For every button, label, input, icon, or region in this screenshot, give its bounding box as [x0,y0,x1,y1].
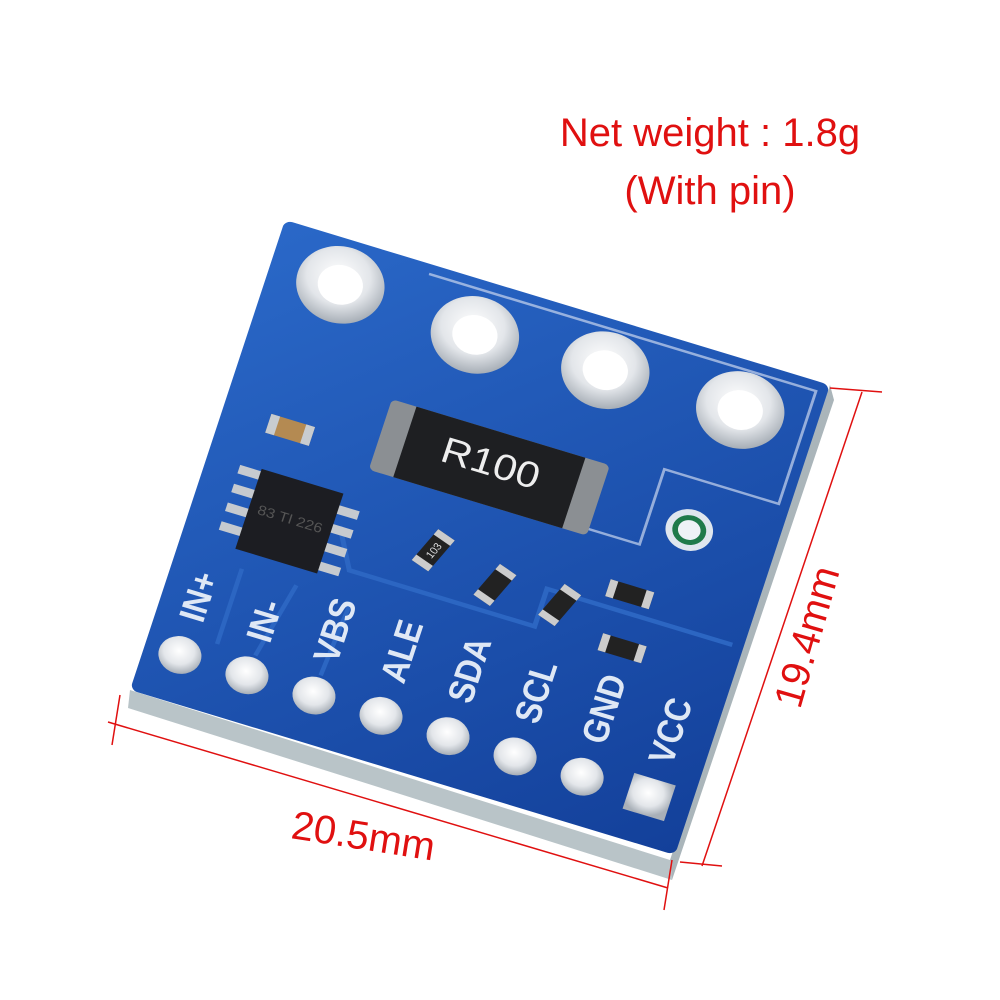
with-pin-note: (With pin) [624,169,796,213]
smd-resistors: 103 [411,529,655,664]
pcb-edge-side [670,385,834,880]
dimension-lines [107,387,883,911]
shunt-resistor: R100 [370,400,609,535]
ic-chip: 83 TI 226 [218,464,360,577]
mounting-holes [296,245,785,449]
net-weight-label: Net weight : 1.8g [559,111,861,155]
pin-pads [158,636,676,822]
pcb-board: R100 83 TI 226 103 IN+ IN- VBS ALE [131,221,829,854]
pcb-edge [128,690,672,880]
